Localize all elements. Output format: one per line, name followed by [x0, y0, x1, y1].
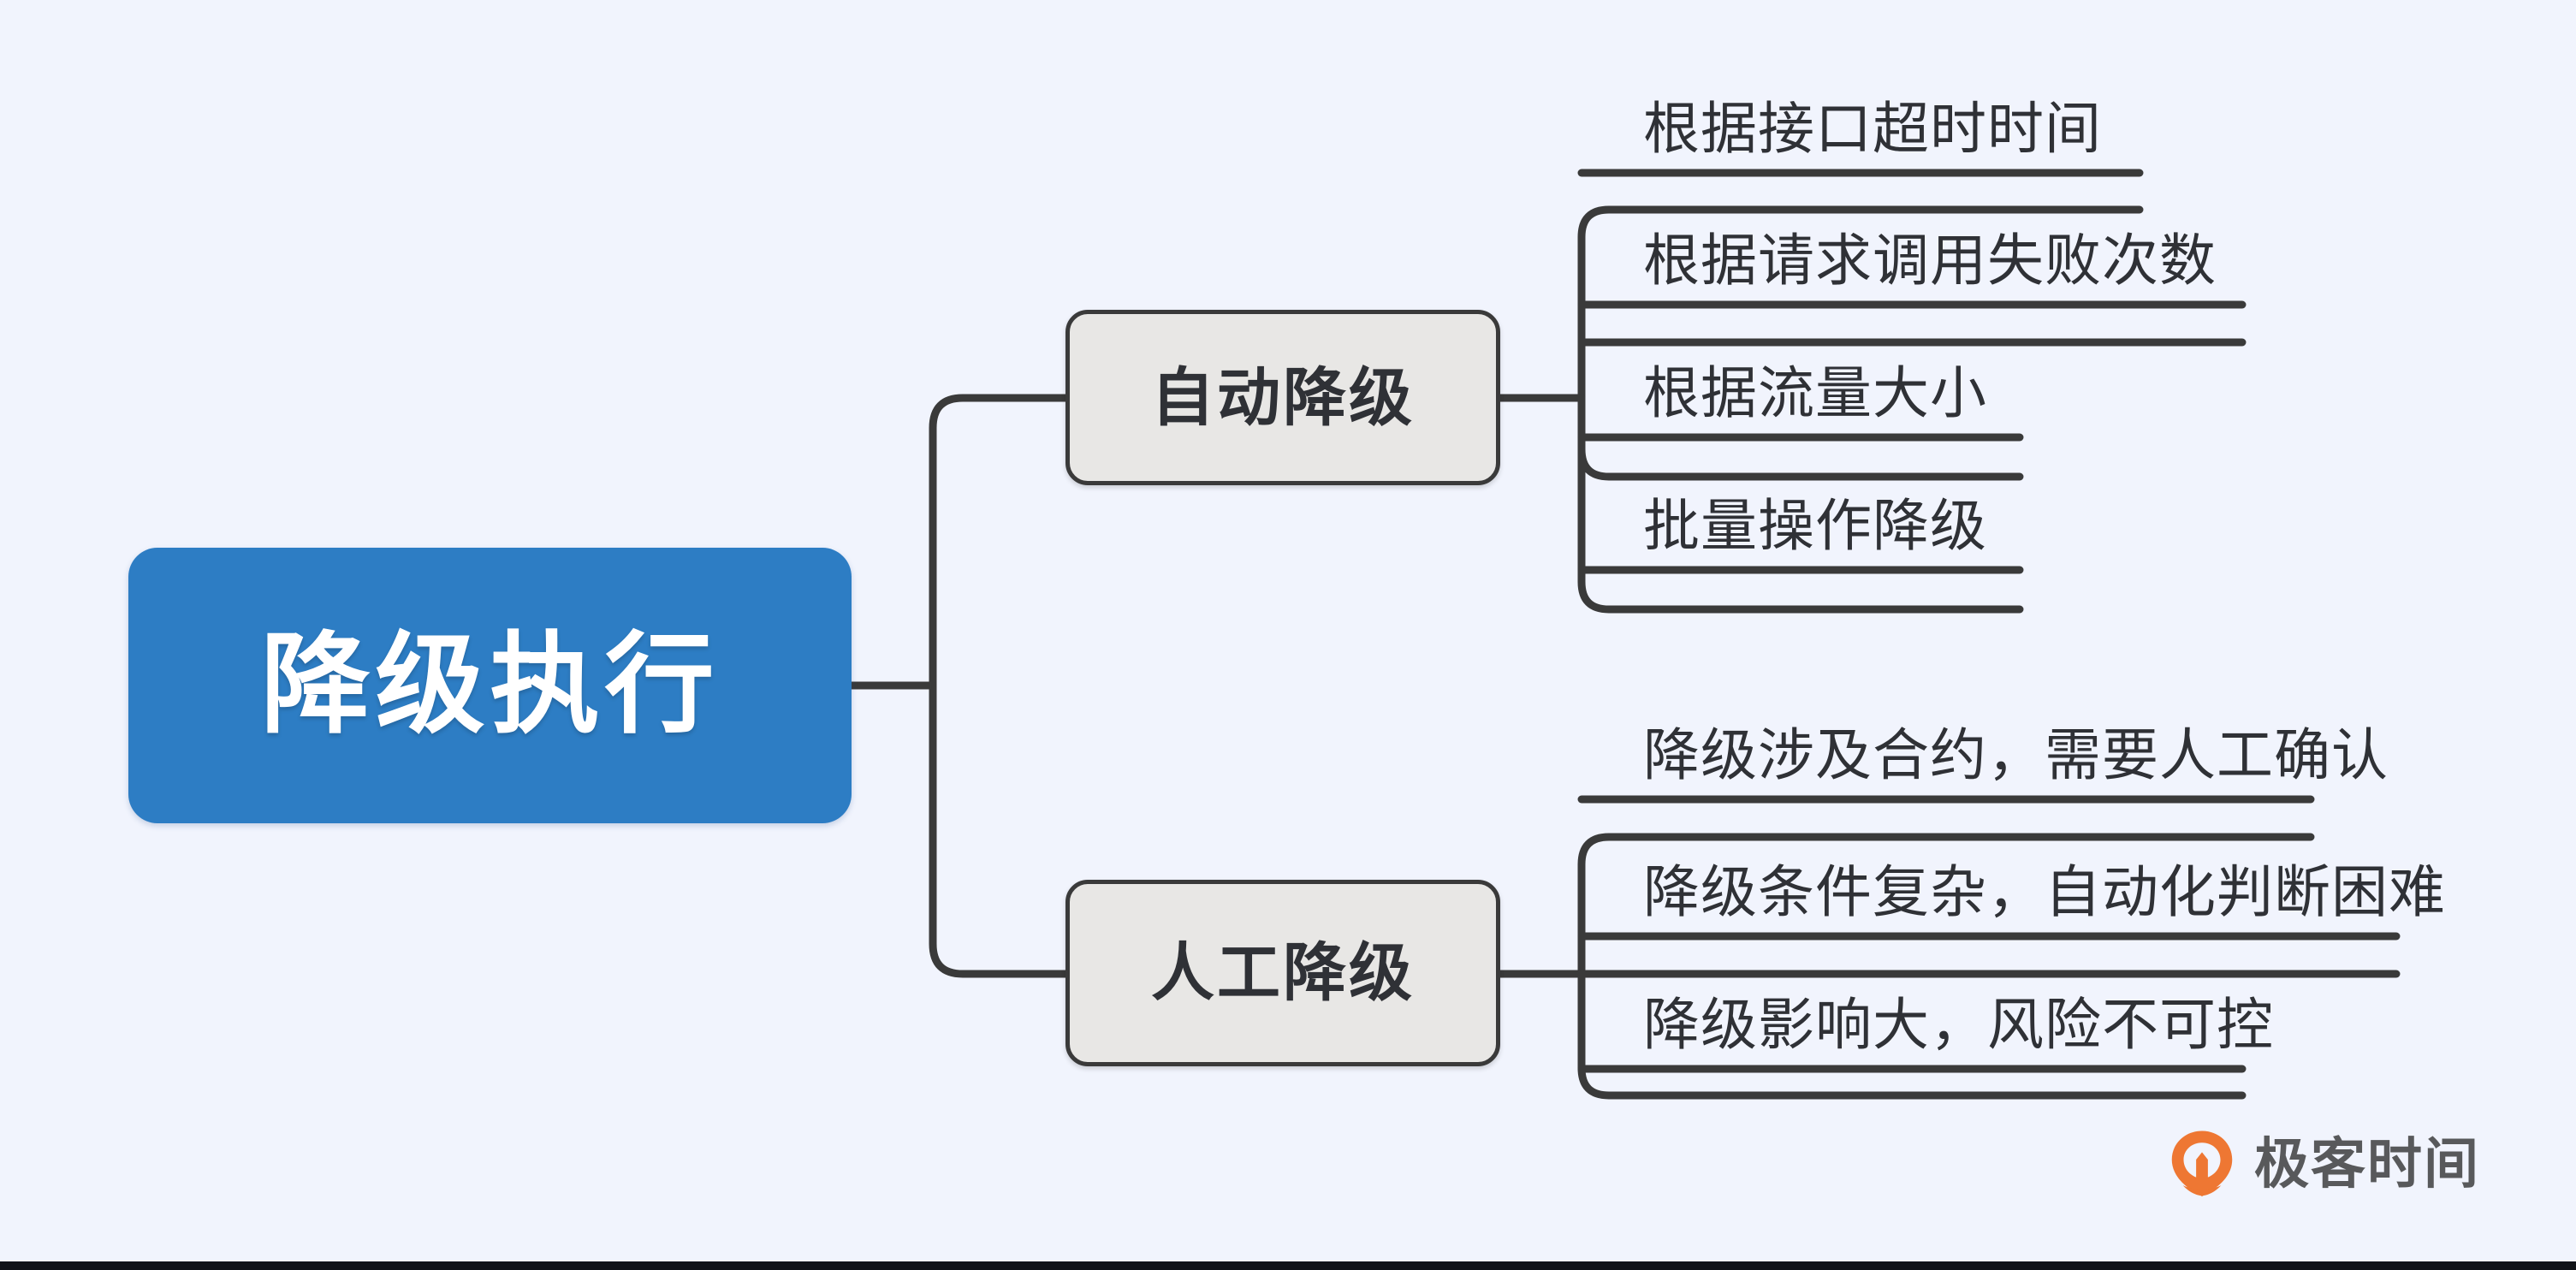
branch-node-manual-label: 人工降级 — [1151, 936, 1415, 1010]
leaf-auto-1[interactable]: 根据接口超时时间 — [1643, 101, 2102, 157]
connector-auto-leaf-4 — [1577, 394, 2024, 614]
brand-watermark: 极客时间 — [2165, 1128, 2480, 1202]
bottom-edge-rule — [0, 1261, 2576, 1270]
geektime-pin-icon — [2165, 1128, 2239, 1202]
connector-auto-leaf-1 — [1577, 205, 2144, 402]
leaf-manual-3[interactable]: 降级影响大，风险不可控 — [1643, 997, 2274, 1053]
leaf-auto-3-label: 根据流量大小 — [1643, 360, 1987, 426]
branch-node-manual[interactable]: 人工降级 — [1065, 880, 1500, 1066]
branch-node-auto[interactable]: 自动降级 — [1065, 310, 1500, 485]
leaf-manual-1[interactable]: 降级涉及合约，需要人工确认 — [1643, 727, 2389, 784]
leaf-manual-2[interactable]: 降级条件复杂，自动化判断困难 — [1643, 864, 2446, 921]
leaf-manual-1-label: 降级涉及合约，需要人工确认 — [1643, 722, 2389, 788]
root-node-label: 降级执行 — [260, 621, 720, 749]
leaf-manual-3-label: 降级影响大，风险不可控 — [1643, 992, 2274, 1058]
connector-root-to-auto — [929, 394, 1070, 690]
connector-auto-leaf-2 — [1577, 338, 2247, 402]
leaf-auto-2-label: 根据请求调用失败次数 — [1643, 228, 2217, 294]
leaf-auto-3[interactable]: 根据流量大小 — [1643, 365, 1987, 422]
leaf-auto-1-label: 根据接口超时时间 — [1643, 96, 2102, 162]
leaf-manual-2-label: 降级条件复杂，自动化判断困难 — [1643, 859, 2446, 925]
leaf-auto-4[interactable]: 批量操作降级 — [1643, 498, 1987, 555]
root-node[interactable]: 降级执行 — [128, 548, 852, 823]
connector-manual-leaf-1 — [1577, 833, 2315, 978]
connector-root-to-manual — [929, 681, 1070, 978]
leaf-auto-2[interactable]: 根据请求调用失败次数 — [1643, 233, 2217, 289]
leaf-auto-4-label: 批量操作降级 — [1643, 493, 1987, 559]
brand-name: 极客时间 — [2254, 1133, 2480, 1196]
branch-node-auto-label: 自动降级 — [1151, 360, 1415, 435]
